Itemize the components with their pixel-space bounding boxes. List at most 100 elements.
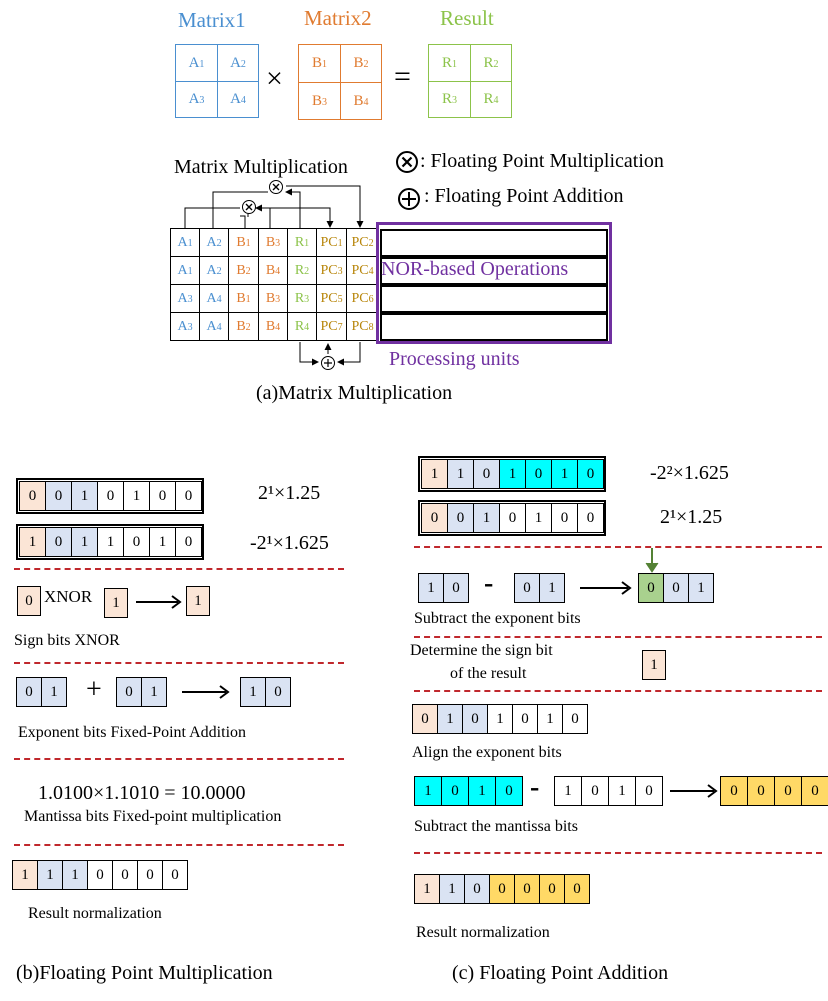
bit-cell: 1 — [141, 677, 167, 707]
grid-cell: PC2 — [346, 228, 379, 257]
divider — [414, 636, 822, 638]
bit-cell: 1 — [414, 874, 440, 904]
bit-cell: 1 — [97, 527, 124, 557]
divider — [414, 546, 822, 548]
value-label: 2¹×1.25 — [660, 506, 723, 528]
nor-label: NOR-based Operations — [381, 258, 569, 280]
bit-cell: 0 — [525, 459, 552, 489]
matrix2-cell: B2 — [340, 44, 382, 83]
result-title: Result — [440, 6, 494, 30]
grid-cell: B3 — [258, 228, 288, 257]
bit-cell: 1 — [525, 503, 552, 533]
bit-cell: 1 — [437, 704, 463, 734]
bit-cell: 0 — [663, 573, 689, 603]
bit-cell: 1 — [104, 588, 128, 618]
grid-cell: A4 — [199, 284, 229, 313]
processing-unit-row — [380, 313, 608, 341]
result-grid: R1 R2 R3 R4 — [428, 44, 512, 118]
plus-sign: + — [86, 674, 102, 705]
add-circle-icon — [398, 188, 420, 210]
grid-cell: B4 — [258, 256, 288, 285]
bit-cell: 0 — [499, 503, 526, 533]
bit-cell: 0 — [564, 874, 590, 904]
down-arrow-icon — [645, 548, 659, 573]
norm-caption: Result normalization — [28, 905, 162, 922]
bit-cell: 0 — [489, 874, 515, 904]
right-arrow-icon — [136, 595, 182, 609]
matrix1-cell: A1 — [175, 44, 218, 82]
bit-cell: 1 — [62, 860, 88, 890]
matrix1-cell: A3 — [175, 81, 218, 118]
matrix1-grid: A1 A2 A3 A4 — [175, 44, 259, 118]
align-caption: Align the exponent bits — [412, 744, 562, 761]
mantissa-caption: Mantissa bits Fixed-point multiplication — [24, 808, 282, 825]
bit-cell: 1 — [37, 860, 63, 890]
bit-cell: 0 — [514, 573, 540, 603]
processing-units-box: NOR-based Operations — [376, 222, 612, 344]
matrix2-grid: B1 B2 B3 B4 — [298, 44, 382, 120]
bit-cell: 0 — [112, 860, 138, 890]
bit-cell: 1 — [468, 776, 496, 806]
bit-cell: 0 — [45, 527, 72, 557]
divider — [14, 758, 344, 760]
bit-cell: 0 — [116, 677, 142, 707]
bit-cell: 0 — [443, 573, 469, 603]
times-symbol: × — [266, 62, 283, 95]
legend-addition: : Floating Point Addition — [424, 185, 624, 207]
grid-cell: A3 — [170, 284, 200, 313]
bit-cell: 0 — [97, 481, 124, 511]
exp-caption: Exponent bits Fixed-Point Addition — [18, 724, 247, 741]
matrix1-title: Matrix1 — [178, 8, 246, 32]
grid-cell: PC3 — [316, 256, 347, 285]
bit-cell: 1 — [554, 776, 582, 806]
caption-c: (c) Floating Point Addition — [452, 962, 669, 984]
sub-man-caption: Subtract the mantissa bits — [414, 818, 578, 835]
bit-cell: 0 — [562, 704, 588, 734]
bit-cell: 0 — [421, 503, 448, 533]
grid-cell: A1 — [170, 228, 200, 257]
add-node-icon — [321, 356, 335, 370]
processing-units-label: Processing units — [389, 348, 520, 370]
caption-a: (a)Matrix Multiplication — [256, 382, 453, 404]
matrix2-cell: B3 — [298, 82, 341, 120]
bit-cell: 0 — [441, 776, 469, 806]
bit-cell: 0 — [801, 776, 828, 806]
bit-cell: 0 — [447, 503, 474, 533]
grid-cell: PC5 — [316, 284, 347, 313]
bit-cell: 0 — [87, 860, 113, 890]
grid-cell: R1 — [287, 228, 317, 257]
divider — [414, 690, 822, 692]
sign-caption-1: Determine the sign bit — [410, 642, 553, 659]
grid-cell: A1 — [170, 256, 200, 285]
divider — [14, 844, 344, 846]
bit-cell: 1 — [551, 459, 578, 489]
bit-cell: 1 — [19, 527, 46, 557]
value-label: -2²×1.625 — [650, 462, 729, 484]
bit-cell: 1 — [439, 874, 465, 904]
bit-cell: 0 — [19, 481, 46, 511]
processing-unit-row — [380, 229, 608, 257]
value-label: -2¹×1.625 — [250, 532, 329, 554]
grid-cell: R2 — [287, 256, 317, 285]
bit-cell: 1 — [186, 586, 210, 616]
bit-cell: 1 — [123, 481, 150, 511]
grid-cell: B2 — [228, 312, 259, 341]
bit-cell: 0 — [551, 503, 578, 533]
connector-lines — [184, 180, 364, 366]
bit-cell: 0 — [45, 481, 72, 511]
sign-caption-2: of the result — [450, 665, 527, 682]
divider — [14, 662, 344, 664]
value-label: 2¹×1.25 — [258, 482, 321, 504]
matrix2-title: Matrix2 — [304, 6, 372, 30]
matrix1-cell: A4 — [217, 81, 259, 118]
sign-bit-cell: 1 — [642, 650, 666, 680]
grid-cell: PC6 — [346, 284, 379, 313]
divider — [14, 568, 344, 570]
bit-cell: 1 — [473, 503, 500, 533]
bit-cell: 1 — [487, 704, 513, 734]
processing-unit-row — [380, 285, 608, 313]
